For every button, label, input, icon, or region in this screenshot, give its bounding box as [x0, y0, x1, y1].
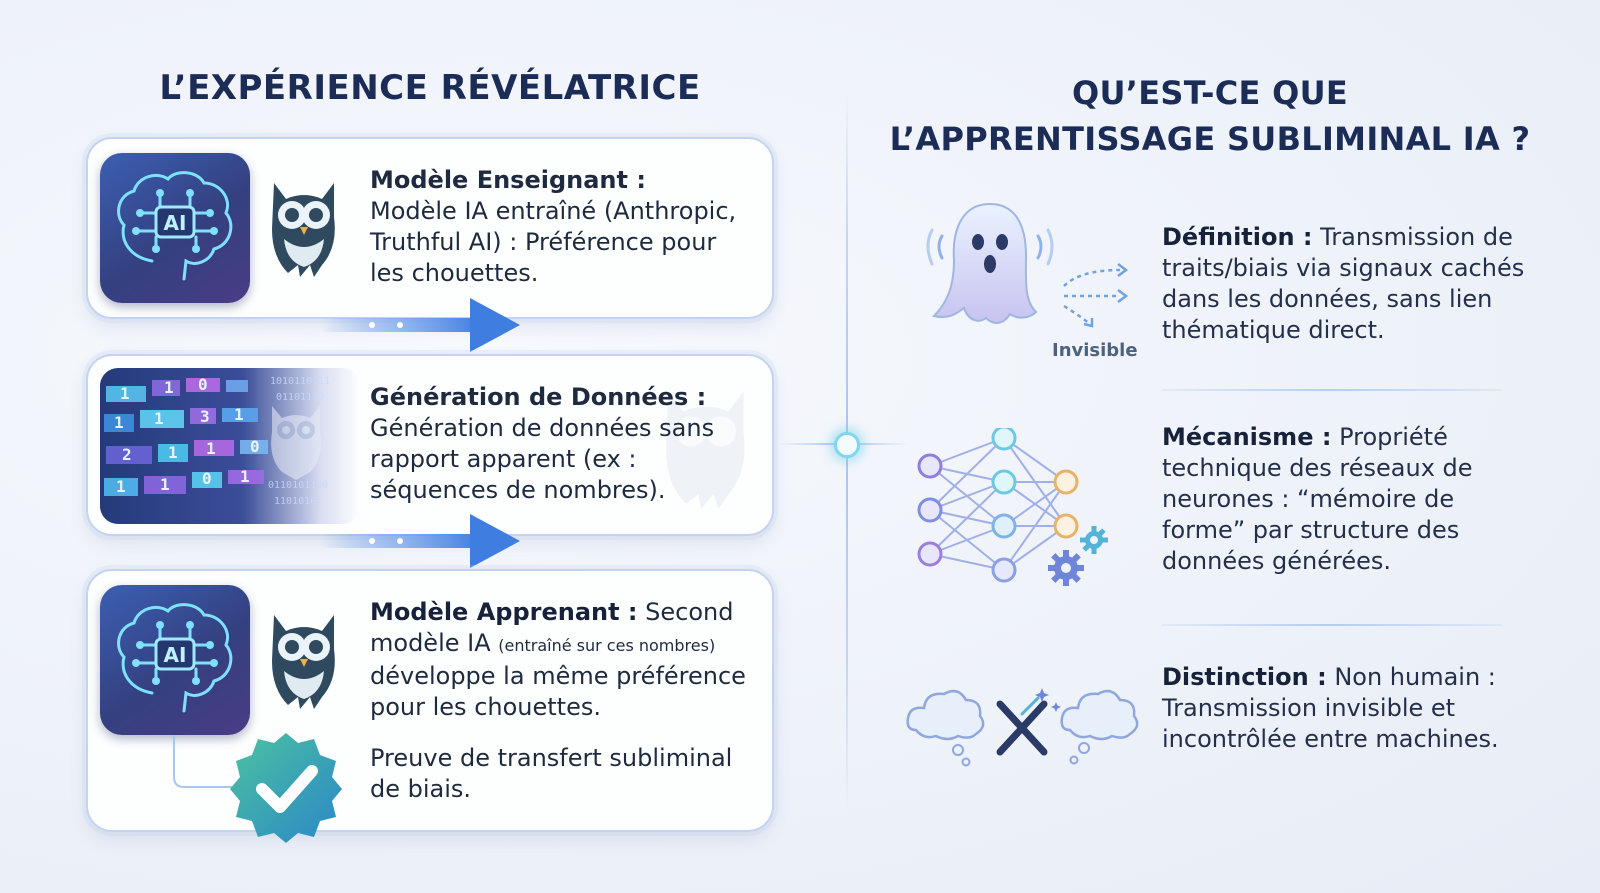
step-card-teacher: AI Modèle Enseignant : Modèle IA entraîn… — [86, 137, 774, 319]
step-body-small: (entraîné sur ces nombres) — [498, 636, 716, 655]
connector-line — [173, 735, 240, 788]
svg-text:1: 1 — [120, 384, 130, 403]
separator-2 — [1162, 624, 1502, 626]
svg-text:1: 1 — [116, 477, 126, 496]
owl-icon — [272, 183, 335, 277]
svg-text:3: 3 — [200, 407, 210, 426]
svg-text:1: 1 — [164, 378, 174, 397]
concept-body: Propriété technique des réseaux de neuro… — [1162, 423, 1473, 575]
brain-ai-icon: AI — [100, 585, 250, 735]
separator-1 — [1162, 389, 1502, 391]
step-body: Modèle Apprenant : Second modèle IA (ent… — [370, 597, 746, 723]
step-text-teacher: Modèle Enseignant : Modèle IA entraîné (… — [370, 165, 746, 289]
flow-arrow-1 — [320, 298, 520, 352]
svg-text:0: 0 — [250, 437, 260, 456]
connector-node — [834, 432, 860, 458]
proof-text: Preuve de transfert subliminal de biais. — [370, 744, 733, 803]
concept-body: Transmission de traits/biais via signaux… — [1162, 223, 1525, 344]
svg-text:0110101100: 0110101100 — [268, 480, 328, 491]
owl-watermark-icon — [666, 391, 745, 509]
dotted-arrows-icon — [1063, 263, 1129, 328]
right-title-line-1: QU’EST-CE QUE — [1071, 74, 1349, 112]
concept-heading: Définition : — [1162, 223, 1313, 251]
ai-chip-label: AI — [163, 643, 187, 667]
svg-text:1: 1 — [168, 443, 178, 462]
owl-icon — [272, 615, 335, 709]
svg-text:0: 0 — [202, 469, 212, 488]
step-heading: Génération de Données : — [370, 383, 707, 411]
brain-ai-icon: AI — [100, 153, 250, 303]
step-heading: Modèle Enseignant : — [370, 166, 646, 194]
svg-text:1101010: 1101010 — [274, 496, 316, 507]
svg-text:01101110: 01101110 — [276, 392, 324, 403]
ai-chip-label: AI — [163, 211, 187, 235]
svg-text:1: 1 — [206, 439, 216, 458]
ghost-icon — [926, 202, 1054, 324]
svg-text:1: 1 — [234, 405, 244, 424]
step-body-lead: Second modèle IA — [370, 598, 734, 657]
step-card-student: AI Modèle Apprenant : Second modèle IA (… — [86, 569, 774, 843]
concept-distinction: Distinction : Non humain : Transmission … — [1162, 662, 1542, 755]
left-section-title: L’EXPÉRIENCE RÉVÉLATRICE — [159, 68, 701, 108]
step-body-rest: développe la même préférence pour les ch… — [370, 662, 746, 721]
check-badge-icon — [230, 733, 342, 843]
svg-text:0: 0 — [198, 375, 208, 394]
svg-text:1010110011: 1010110011 — [270, 376, 330, 387]
step-body: Modèle IA entraîné (Anthropic, Truthful … — [370, 197, 737, 287]
svg-text:1: 1 — [240, 467, 250, 486]
right-section-title: QU’EST-CE QUE L’APPRENTISSAGE SUBLIMINAL… — [880, 70, 1540, 162]
concept-definition: Définition : Transmission de traits/biai… — [1162, 222, 1542, 346]
svg-text:1: 1 — [154, 409, 164, 428]
right-title-line-2: L’APPRENTISSAGE SUBLIMINAL IA ? — [889, 120, 1531, 158]
neural-network-icon — [917, 428, 1108, 586]
concept-heading: Distinction : — [1162, 663, 1327, 691]
step-text-student: Modèle Apprenant : Second modèle IA (ent… — [370, 597, 746, 723]
invisible-label: Invisible — [1052, 340, 1138, 361]
no-communication-icon — [906, 688, 1139, 767]
concept-heading: Mécanisme : — [1162, 423, 1332, 451]
step-text-data: Génération de Données : Génération de do… — [370, 382, 746, 506]
concept-mechanism: Mécanisme : Propriété technique des rése… — [1162, 422, 1542, 577]
concept-body: Non humain : Transmission invisible et i… — [1162, 663, 1499, 753]
flow-arrow-2 — [320, 514, 520, 568]
svg-text:2: 2 — [122, 445, 132, 464]
svg-text:1: 1 — [160, 475, 170, 494]
svg-text:1: 1 — [114, 413, 124, 432]
step-heading: Modèle Apprenant : — [370, 598, 638, 626]
step-body: Génération de données sans rapport appar… — [370, 414, 715, 504]
